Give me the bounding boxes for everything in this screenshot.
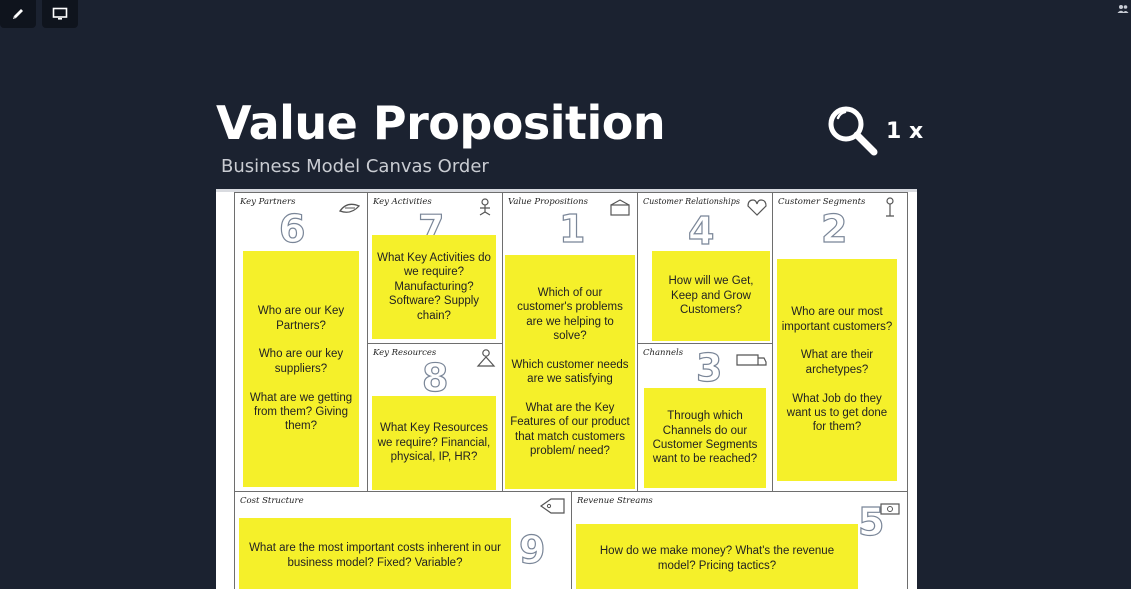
gift-sketch-icon bbox=[610, 199, 630, 216]
person-sketch-icon bbox=[886, 197, 894, 217]
cost-structure-number: 9 bbox=[518, 527, 546, 572]
heart-sketch-icon bbox=[747, 199, 767, 216]
customer-segments-number: 2 bbox=[820, 206, 848, 251]
money-sketch-icon bbox=[880, 503, 900, 515]
value-propositions-note-text: Which of our customer's problems are we … bbox=[510, 286, 630, 457]
pen-icon bbox=[13, 9, 23, 19]
cell-customer-relationships: Customer Relationships 4 How will we Get… bbox=[637, 192, 773, 344]
revenue-streams-note: How do we make money? What's the revenue… bbox=[576, 524, 858, 589]
slide-subtitle: Business Model Canvas Order bbox=[221, 156, 489, 177]
tag-sketch-icon bbox=[539, 498, 565, 514]
customer-relationships-note-text: How will we Get, Keep and Grow Customers… bbox=[668, 275, 754, 317]
cost-structure-label: Cost Structure bbox=[240, 496, 304, 506]
revenue-streams-note-text: How do we make money? What's the revenue… bbox=[599, 545, 835, 572]
key-resources-note-text: What Key Resources we require? Financial… bbox=[377, 422, 491, 464]
key-activities-label: Key Activities bbox=[373, 197, 432, 207]
partners-sketch-icon bbox=[338, 203, 361, 213]
cell-cost-structure: Cost Structure 9 What are the most impor… bbox=[234, 491, 572, 589]
cell-channels: Channels 3 Through which Channels do our… bbox=[637, 343, 773, 492]
key-activities-note: What Key Activities do we require? Manuf… bbox=[372, 235, 496, 339]
slide-title: Value Proposition bbox=[216, 96, 666, 150]
channels-number: 3 bbox=[695, 345, 723, 390]
cell-value-propositions: Value Propositions 1 Which of our custom… bbox=[502, 192, 638, 492]
revenue-streams-label: Revenue Streams bbox=[577, 496, 653, 506]
customer-segments-note-text: Who are our most important customers? Wh… bbox=[781, 306, 893, 434]
cell-key-resources: Key Resources 8 What Key Resources we re… bbox=[367, 343, 503, 492]
channels-note-text: Through which Channels do our Customer S… bbox=[652, 410, 758, 466]
key-partners-label: Key Partners bbox=[240, 197, 296, 207]
channels-note: Through which Channels do our Customer S… bbox=[644, 388, 766, 488]
cell-key-activities: Key Activities 7 What Key Activities do … bbox=[367, 192, 503, 344]
customer-relationships-note: How will we Get, Keep and Grow Customers… bbox=[652, 251, 770, 341]
value-propositions-note: Which of our customer's problems are we … bbox=[505, 255, 635, 489]
participants-button[interactable] bbox=[1115, 0, 1131, 18]
key-resources-label: Key Resources bbox=[373, 348, 437, 358]
cell-revenue-streams: Revenue Streams 5 How do we make money? … bbox=[571, 491, 908, 589]
cell-key-partners: Key Partners 6 Who are our Key Partners?… bbox=[234, 192, 368, 492]
key-partners-number: 6 bbox=[278, 206, 306, 251]
customer-segments-label: Customer Segments bbox=[778, 197, 866, 207]
resources-sketch-icon bbox=[476, 349, 496, 367]
channels-label: Channels bbox=[643, 348, 684, 358]
key-activities-note-text: What Key Activities do we require? Manuf… bbox=[377, 252, 491, 322]
people-icon bbox=[1117, 5, 1129, 13]
cost-structure-note: What are the most important costs inhere… bbox=[239, 518, 511, 589]
zoom-label: 1 x bbox=[886, 118, 924, 144]
value-propositions-label: Value Propositions bbox=[508, 197, 588, 207]
screen-share-icon bbox=[52, 7, 68, 20]
key-partners-note-text: Who are our Key Partners? Who are our ke… bbox=[249, 305, 353, 433]
key-resources-note: What Key Resources we require? Financial… bbox=[372, 396, 496, 490]
zoom-indicator[interactable]: 1 x bbox=[826, 104, 923, 158]
value-propositions-number: 1 bbox=[558, 206, 586, 251]
customer-relationships-number: 4 bbox=[687, 208, 715, 253]
cost-structure-note-text: What are the most important costs inhere… bbox=[249, 542, 501, 569]
pen-button[interactable] bbox=[0, 0, 36, 28]
screen-share-button[interactable] bbox=[42, 0, 78, 28]
business-model-canvas: Key Partners 6 Who are our Key Partners?… bbox=[216, 189, 917, 589]
truck-sketch-icon bbox=[736, 354, 767, 366]
customer-segments-note: Who are our most important customers? Wh… bbox=[777, 259, 897, 481]
cell-customer-segments: Customer Segments 2 Who are our most imp… bbox=[772, 192, 908, 492]
magnifier-icon bbox=[828, 106, 878, 156]
key-resources-number: 8 bbox=[421, 355, 449, 400]
customer-relationships-label: Customer Relationships bbox=[643, 197, 740, 206]
key-partners-note: Who are our Key Partners? Who are our ke… bbox=[243, 251, 359, 487]
activities-sketch-icon bbox=[479, 198, 491, 216]
